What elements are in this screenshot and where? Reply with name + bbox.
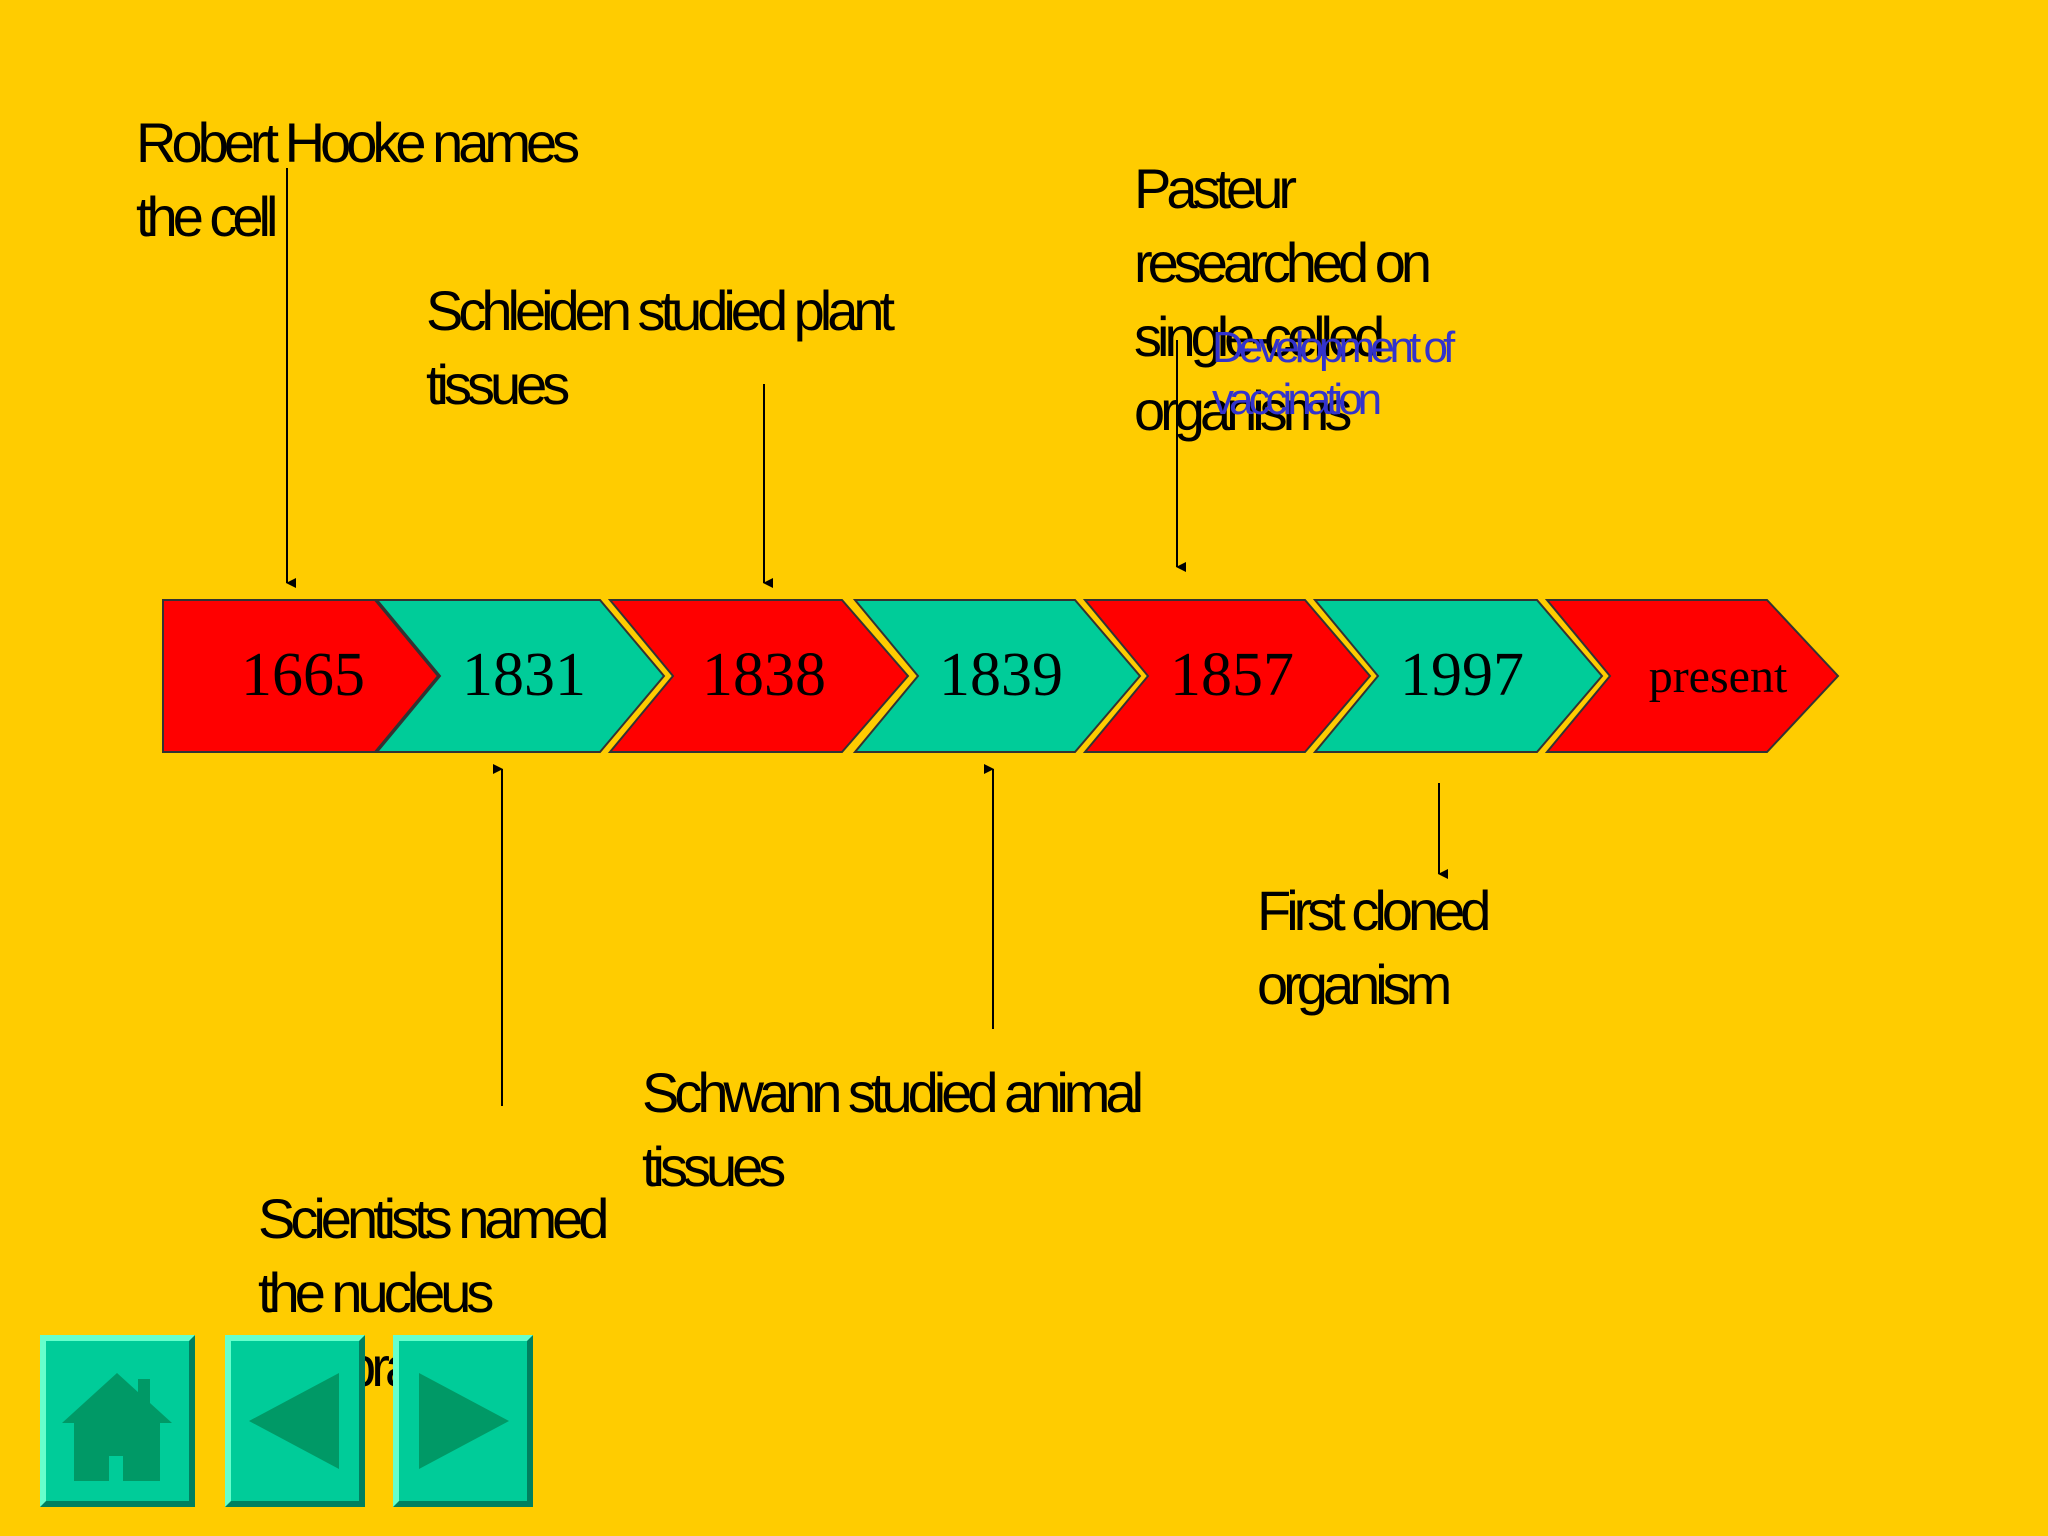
event-nucleus-line-2: the nucleus [258, 1261, 494, 1324]
arrows-down [286, 168, 1448, 879]
year-label-1997: 1997 [1400, 641, 1524, 709]
segment-1838 [607, 599, 910, 753]
event-vaccination-line-1: Development of [1212, 323, 1455, 372]
segment-1839 [852, 599, 1142, 753]
event-cloned-line-2: organism [1257, 953, 1452, 1016]
event-hooke: Robert Hooke names the cell [136, 106, 580, 254]
event-pasteur-line-2: researched on [1134, 231, 1432, 294]
event-hooke-line-2: the cell [136, 185, 278, 248]
event-vaccination: Development of vaccination [1212, 322, 1455, 426]
year-label-1839: 1839 [939, 641, 1063, 709]
event-vaccination-line-2: vaccination [1212, 375, 1382, 424]
event-pasteur-line-1: Pasteur [1134, 157, 1297, 220]
previous-button[interactable] [225, 1335, 365, 1507]
year-label-1831: 1831 [462, 641, 586, 709]
event-schleiden-line-2: tissues [426, 353, 570, 416]
event-schleiden: Schleiden studied plant tissues [426, 274, 895, 422]
triangle-left-icon [249, 1373, 339, 1469]
event-cloned: First cloned organism [1257, 874, 1491, 1022]
event-pasteur-line-3: single-celled [1134, 305, 1385, 368]
year-label-1838: 1838 [702, 641, 826, 709]
event-hooke-line-1: Robert Hooke names [136, 111, 580, 174]
timeline-year-labels: 1665 1831 1838 1839 1857 1997 present [241, 641, 1788, 709]
event-schwann-line-2: tissues [642, 1135, 786, 1198]
segment-present [1544, 599, 1840, 753]
year-label-1857: 1857 [1170, 641, 1294, 709]
segment-1665 [162, 599, 440, 753]
year-label-1665: 1665 [241, 641, 365, 709]
segment-1997 [1312, 599, 1604, 753]
event-pasteur-line-4: organisms [1134, 379, 1352, 442]
triangle-right-icon [419, 1373, 509, 1469]
segment-1831 [374, 599, 666, 753]
segment-1857 [1082, 599, 1372, 753]
event-pasteur: Pasteur researched on single-celled orga… [1134, 152, 1432, 448]
event-schwann: Schwann studied animal tissues [642, 1056, 1144, 1204]
event-schleiden-line-1: Schleiden studied plant [426, 279, 895, 342]
event-cloned-line-1: First cloned [1257, 879, 1491, 942]
event-nucleus-line-1: Scientists named [258, 1187, 609, 1250]
arrows-up [493, 764, 994, 1106]
home-icon [62, 1373, 172, 1481]
next-button[interactable] [393, 1335, 533, 1507]
year-label-present: present [1649, 650, 1788, 703]
event-schwann-line-1: Schwann studied animal [642, 1061, 1144, 1124]
home-button[interactable] [40, 1335, 195, 1507]
timeline-segments [162, 599, 1840, 753]
